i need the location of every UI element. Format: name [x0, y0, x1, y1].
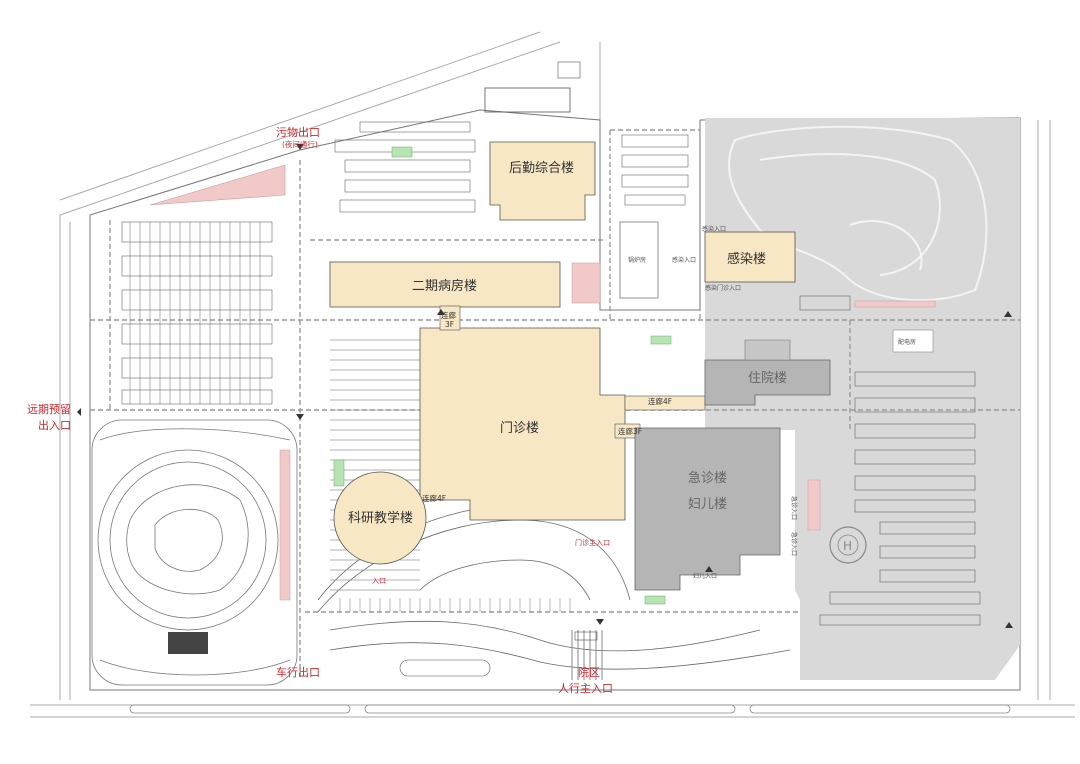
parking-red-strip: [149, 164, 286, 206]
corridor-label-3f: 3F: [445, 320, 454, 329]
parking-north: [334, 121, 689, 213]
keyan-entrance-label: 入口: [372, 577, 386, 585]
building-ganran[interactable]: 感染楼: [704, 231, 796, 283]
transformer-label: 配电房: [898, 338, 916, 346]
entrance-markers: [77, 144, 1013, 628]
plaza-building: [168, 632, 208, 654]
parking-red-erqi: [571, 262, 601, 304]
corridor-label-lianlang: 连廊: [441, 310, 456, 320]
park-paths: [728, 125, 988, 302]
helipad-icon: H: [843, 539, 852, 553]
gate-yuanqi-line2: 出入口: [38, 418, 71, 432]
ganran-label: 感染楼: [727, 251, 766, 267]
building-menzhen[interactable]: 门诊楼: [419, 327, 626, 521]
corridor-label-4f-keyan: 连廊4F: [422, 493, 446, 503]
houqin-label: 后勤综合楼: [509, 161, 574, 176]
hatch-south-vertical: [339, 598, 571, 612]
south-gate-kiosks: [399, 631, 598, 677]
building-erqi[interactable]: 二期病房楼: [329, 261, 561, 308]
zhuyuan-label: 住院楼: [748, 371, 787, 386]
gate-yuanqi-line1: 远期预留: [27, 403, 71, 416]
menzhen-label: 门诊楼: [500, 421, 539, 436]
guolu-label: 锅炉房: [628, 256, 646, 264]
corridor-label-3f-east: 连廊3F: [618, 426, 642, 436]
gate-wuwu-note: (夜间通行): [282, 139, 318, 149]
ganran-entrance-label-bottom: 感染门诊入口: [705, 284, 741, 292]
crosswalk-south: [571, 630, 603, 680]
gate-yuanqu-line2: 人行主入口: [558, 682, 613, 695]
building-houqin[interactable]: 后勤综合楼: [489, 141, 596, 221]
gate-yuanqu-line1: 院区: [578, 665, 600, 679]
building-jizhen-fuer[interactable]: 急诊楼 妇儿楼: [634, 427, 781, 591]
jizhen-entrance-label-1: 急诊入口: [790, 496, 798, 520]
green-patches: [333, 335, 672, 605]
ganran-entrance-label-top: 感染入口: [702, 225, 726, 233]
corridor-label-4f-east: 连廊4F: [648, 396, 672, 406]
guolu-fang: [619, 221, 659, 299]
jizhen-label: 急诊楼: [688, 471, 727, 486]
circular-plaza: [91, 419, 298, 686]
building-zhuyuan[interactable]: 住院楼: [704, 339, 831, 406]
parking-east: [799, 295, 981, 626]
green-patch-north: [391, 146, 413, 158]
parking-west: [121, 221, 273, 405]
jizhen-entrance-label-2: 急诊入口: [790, 532, 798, 556]
helipad: H: [829, 526, 867, 564]
transformer-box: 配电房: [892, 329, 934, 353]
median-road: [129, 704, 1011, 714]
gate-hut: [557, 61, 581, 79]
ganran-side-entrance-label: 感染入口: [672, 256, 696, 264]
guardhouse-north: [484, 87, 571, 113]
gate-chexing-label: 车行出口: [276, 665, 320, 679]
parking-red-jizhen: [807, 479, 821, 531]
menzhen-main-entrance-label: 门诊主入口: [575, 538, 610, 547]
fuer-label: 妇儿楼: [688, 496, 727, 512]
fuer-entrance-label: 妇儿入口: [693, 572, 717, 580]
parking-red-west: [279, 449, 291, 601]
corridor-erqi-menzhen: [439, 305, 461, 331]
building-keyan[interactable]: 科研教学楼: [333, 471, 427, 565]
parking-west-stalls: [129, 222, 261, 404]
gate-wuwu-label: 污物出口: [276, 125, 320, 139]
parking-red-east: [854, 300, 936, 308]
erqi-label: 二期病房楼: [412, 278, 477, 294]
keyan-label: 科研教学楼: [348, 510, 413, 526]
